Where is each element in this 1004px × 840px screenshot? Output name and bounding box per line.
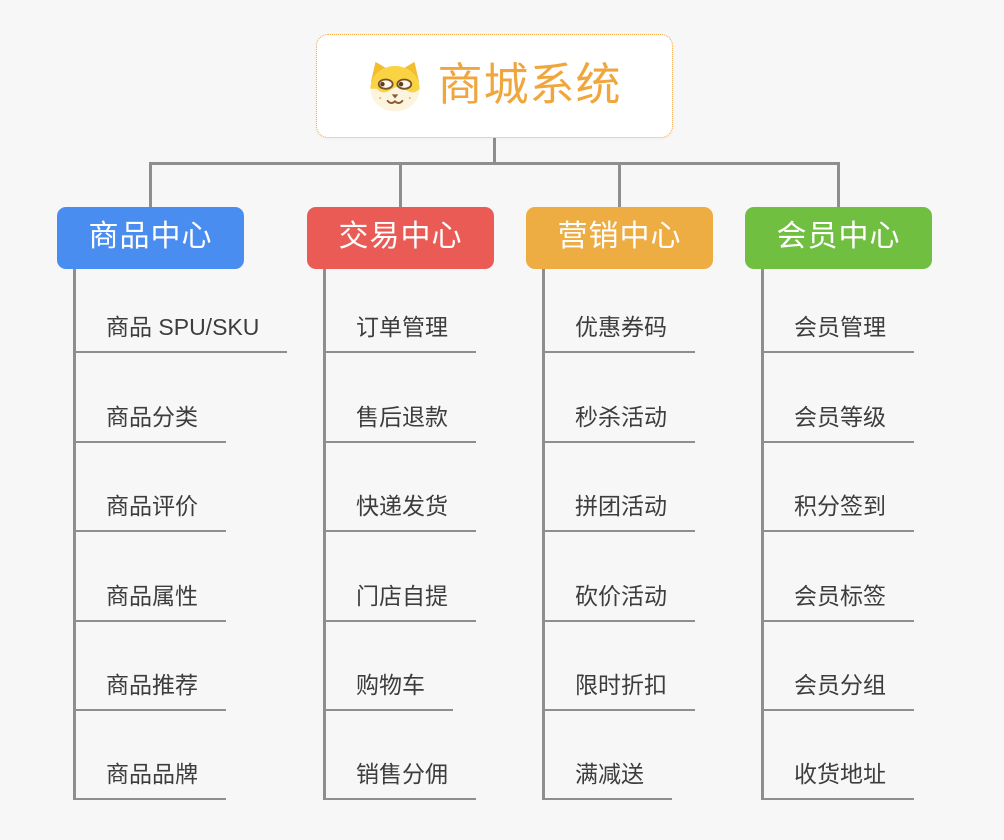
connector-drop-member [837,162,840,208]
leaf-node-order-management[interactable]: 订单管理 [326,312,476,353]
leaf-node-shopping-cart[interactable]: 购物车 [326,670,453,711]
leaf-node-coupon-code[interactable]: 优惠券码 [545,312,695,353]
children-product-center: 商品 SPU/SKU 商品分类 商品评价 商品属性 商品推荐 商品品牌 [73,269,303,800]
children-trade-center: 订单管理 售后退款 快递发货 门店自提 购物车 销售分佣 [323,269,553,800]
leaf-node-group-buy[interactable]: 拼团活动 [545,491,695,532]
leaf-node-product-category[interactable]: 商品分类 [76,402,226,443]
root-node[interactable]: 商城系统 [316,34,673,138]
leaf-node-member-group[interactable]: 会员分组 [764,670,914,711]
leaf-node-full-reduction[interactable]: 满减送 [545,759,672,800]
leaf-node-flash-sale[interactable]: 秒杀活动 [545,402,695,443]
leaf-node-sales-commission[interactable]: 销售分佣 [326,759,476,800]
connector-drop-trade [399,162,402,208]
leaf-node-member-management[interactable]: 会员管理 [764,312,914,353]
connector-drop-marketing [618,162,621,208]
leaf-node-shipping-address[interactable]: 收货地址 [764,759,914,800]
leaf-node-product-brand[interactable]: 商品品牌 [76,759,226,800]
leaf-node-product-attribute[interactable]: 商品属性 [76,581,226,622]
shiba-dog-icon [370,61,421,112]
branch-node-marketing-center[interactable]: 营销中心 [526,207,713,269]
branch-node-member-center[interactable]: 会员中心 [745,207,932,269]
connector-drop-product [149,162,152,208]
children-marketing-center: 优惠券码 秒杀活动 拼团活动 砍价活动 限时折扣 满减送 [542,269,772,800]
leaf-node-product-spu-sku[interactable]: 商品 SPU/SKU [76,312,288,353]
leaf-node-product-review[interactable]: 商品评价 [76,491,226,532]
leaf-node-store-pickup[interactable]: 门店自提 [326,581,476,622]
leaf-node-time-limited-discount[interactable]: 限时折扣 [545,670,695,711]
leaf-node-member-level[interactable]: 会员等级 [764,402,914,443]
leaf-node-after-sale-refund[interactable]: 售后退款 [326,402,476,443]
branch-node-product-center[interactable]: 商品中心 [57,207,244,269]
leaf-node-product-recommend[interactable]: 商品推荐 [76,670,226,711]
leaf-node-express-delivery[interactable]: 快递发货 [326,491,476,532]
children-member-center: 会员管理 会员等级 积分签到 会员标签 会员分组 收货地址 [761,269,991,800]
leaf-node-points-checkin[interactable]: 积分签到 [764,491,914,532]
branch-node-trade-center[interactable]: 交易中心 [307,207,494,269]
connector-bus [149,162,840,165]
leaf-node-bargain-activity[interactable]: 砍价活动 [545,581,695,622]
connector-root-drop [493,138,496,165]
leaf-node-member-tag[interactable]: 会员标签 [764,581,914,622]
root-title: 商城系统 [437,58,622,110]
